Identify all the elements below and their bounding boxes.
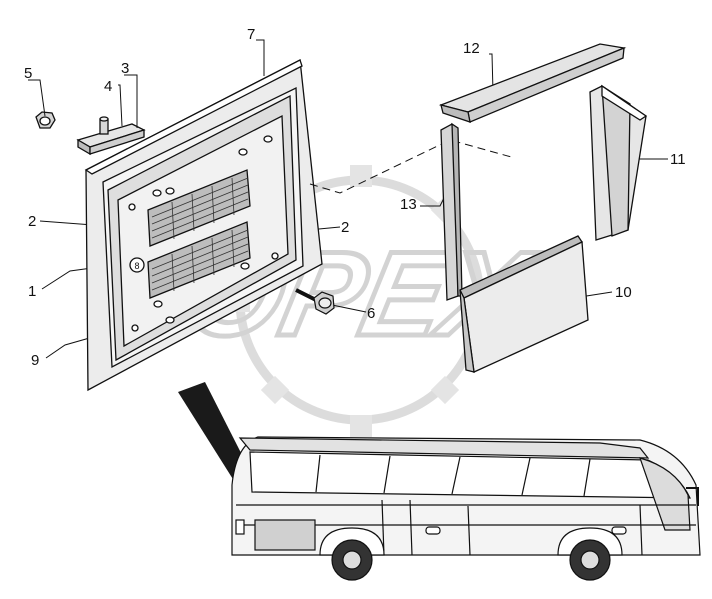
callout-12: 12 <box>463 40 480 57</box>
top-cover-part-12 <box>438 43 627 123</box>
callout-4: 4 <box>104 78 112 95</box>
panel-part-7: 8 <box>84 58 323 392</box>
dashed-connector <box>309 139 516 194</box>
callout-10: 10 <box>615 284 632 301</box>
side-plate-part-11 <box>589 84 648 241</box>
callout-13: 13 <box>400 196 417 213</box>
callout-3: 3 <box>121 60 129 77</box>
bolt-part-6 <box>295 288 335 315</box>
callout-2a: 2 <box>28 213 36 230</box>
callout-9: 9 <box>31 352 39 369</box>
callout-11: 11 <box>670 151 686 168</box>
nut-part-5 <box>35 111 56 129</box>
lower-panel-part-10 <box>459 235 589 373</box>
clip-part-3-4 <box>76 116 146 156</box>
callout-1: 1 <box>28 283 36 300</box>
callout-labels: 5 4 3 7 12 11 13 2 2 1 10 6 9 <box>24 26 686 369</box>
callout-5: 5 <box>24 65 32 82</box>
callout-6: 6 <box>367 305 375 322</box>
callout-7: 7 <box>247 26 255 43</box>
bus-illustration <box>231 436 701 581</box>
svg-text:8: 8 <box>134 261 139 271</box>
strip-part-13 <box>440 122 463 301</box>
callout-2b: 2 <box>341 219 349 236</box>
